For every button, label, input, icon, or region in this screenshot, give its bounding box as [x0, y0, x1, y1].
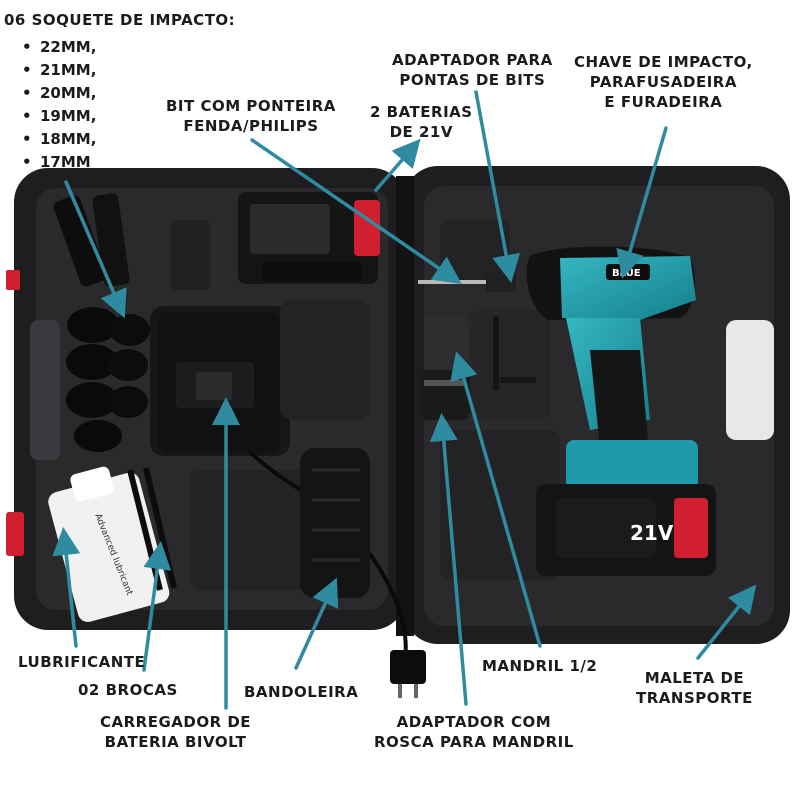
socket-size-item: 17MM — [22, 151, 96, 174]
label-charger: Carregador deBateria Bivolt — [100, 713, 252, 751]
battery-voltage: 21V — [630, 521, 674, 545]
arrow-strap — [294, 577, 339, 670]
arrow-chuck — [450, 351, 542, 648]
annotation-arrows — [52, 90, 757, 710]
impact-driver: BLUE 21V — [526, 246, 716, 576]
case-handle — [726, 320, 774, 440]
sockets-title: 06 Soquete de Impacto: — [4, 11, 236, 29]
label-case: Maleta deTransporte — [636, 669, 753, 707]
label-impact-wrench: Chave de Impacto,Parafusadeirae Furadeir… — [574, 53, 753, 111]
arrow-bit-tip — [250, 138, 462, 284]
battery-pack — [238, 192, 380, 284]
arrow-case — [696, 584, 757, 660]
label-drill-bits: 02 Brocas — [78, 681, 178, 699]
label-chuck-adapter: Adaptador comRosca para Mandril — [374, 713, 574, 751]
arrow-sockets — [64, 180, 127, 319]
chuck-key — [493, 316, 536, 390]
arrow-bit-adapter — [474, 90, 520, 283]
case-latch — [6, 512, 24, 556]
socket-size-item: 21MM, — [22, 59, 96, 82]
arrow-drill-bits — [142, 541, 172, 672]
socket-size-item: 18MM, — [22, 128, 96, 151]
power-plug — [390, 650, 426, 684]
label-chuck: Mandril 1/2 — [482, 657, 598, 675]
socket-size-list: 22MM, 21MM, 20MM, 19MM, 18MM, 17MM — [22, 36, 96, 174]
arrow-impact-wrench — [616, 126, 668, 279]
socket-size-item: 22MM, — [22, 36, 96, 59]
arrow-lubricant — [52, 527, 81, 648]
socket-size-item: 19MM, — [22, 105, 96, 128]
label-strap: Bandoleira — [244, 683, 359, 701]
socket-size-item: 20MM, — [22, 82, 96, 105]
arrow-batteries — [374, 138, 421, 192]
battery-charger — [158, 312, 426, 698]
label-bit-tip: Bit com PonteiraFenda/Philips — [166, 97, 336, 135]
shoulder-strap — [300, 448, 370, 598]
label-lubricant: Lubrificante — [18, 653, 146, 671]
arrow-chuck-adapter — [429, 413, 468, 706]
label-bit-adapter: Adaptador paraPontas de Bits — [392, 51, 553, 89]
label-batteries: 2 Bateriasde 21V — [370, 103, 473, 141]
